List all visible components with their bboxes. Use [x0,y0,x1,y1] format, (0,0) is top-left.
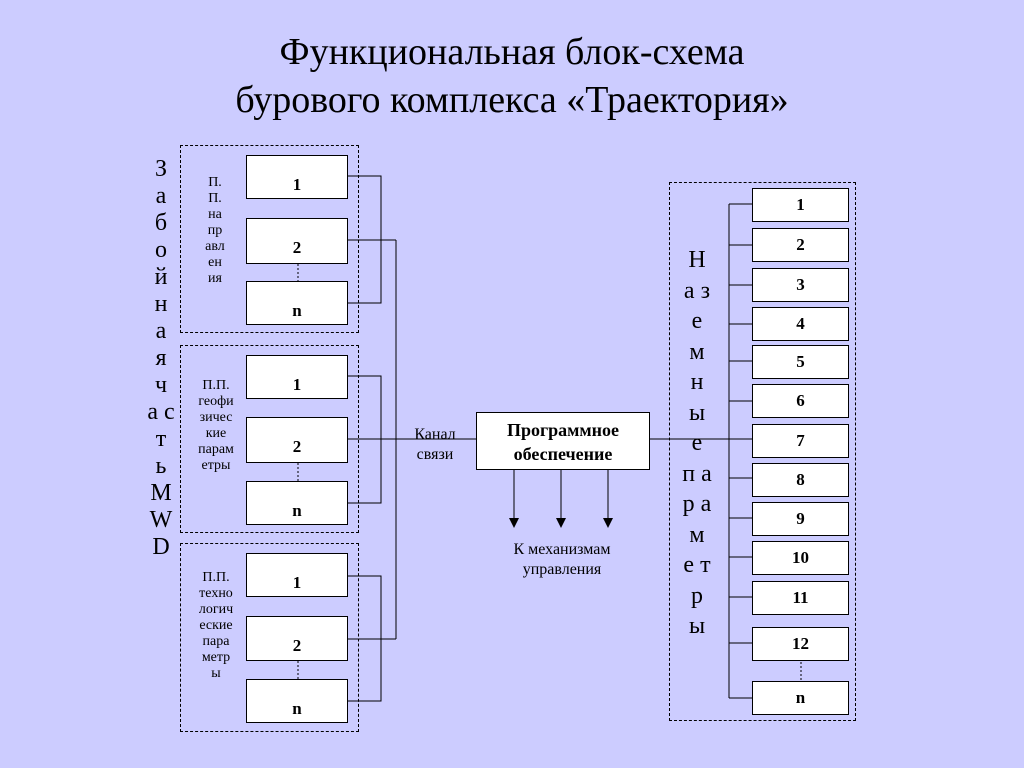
group1-label-line: П. [208,175,222,190]
group-surface-params [669,182,856,721]
group1-label-line: П. [208,191,222,206]
group3-label-line: еские [199,618,233,633]
left-vertical-letter-9: а с [147,399,175,425]
group2-label-line: П.П. [202,378,230,393]
group3-label-line: метр [201,650,231,665]
left-vertical-letter-13: W [149,507,173,533]
channel-label: Канал связи [414,426,456,463]
right-box-7: 7 [752,424,849,458]
mechanisms-label: К механизмам управления [513,541,611,578]
right-vertical-letter-9: м [689,521,705,548]
left-vertical-letter-4: й [154,264,168,290]
group1-box-2: 2 [246,218,348,264]
group2-box-1: 1 [246,355,348,399]
right-vertical-letter-5: ы [688,399,706,426]
group1-label-line: ия [208,271,222,286]
software-block: Программное обеспечение [476,412,650,470]
right-vertical-letter-12: ы [688,613,706,639]
right-box-9: 9 [752,502,849,536]
right-box-2: 2 [752,228,849,262]
group3-box-n: n [246,679,348,723]
group3-label-line: логич [198,602,234,617]
group2-label-line: кие [205,426,227,441]
group3-box-1: 1 [246,553,348,597]
right-box-11: 11 [752,581,849,615]
right-vertical-letter-3: м [689,338,705,365]
group2-label-line: етры [201,458,231,473]
left-vertical-letter-5: н [154,291,168,317]
group1-box-1: 1 [246,155,348,199]
group2-label-line: парам [198,442,234,457]
right-vertical-letter-7: п а [682,460,712,487]
right-vertical-letter-8: р а [682,491,712,517]
title-line-2: бурового комплекса «Траектория» [235,79,789,121]
right-vertical-letter-1: а з [683,277,711,304]
group-geophysical-params [180,345,359,533]
right-box-8: 8 [752,463,849,497]
left-vertical-letter-12: M [150,480,172,506]
group3-label-line: техно [199,586,233,601]
right-box-6: 6 [752,384,849,418]
right-vertical-letter-11: р [691,582,703,609]
group1-label-line: авл [205,239,225,254]
left-vertical-letter-0: З [154,156,168,182]
left-vertical-letter-6: а [155,318,167,344]
group2-label-line: зичес [199,410,233,425]
left-vertical-letter-3: о [155,237,167,263]
right-box-3: 3 [752,268,849,302]
group1-label-line: ен [208,255,222,270]
group2-label-line: геофи [198,394,234,409]
right-box-5: 5 [752,345,849,379]
group3-label-line: П.П. [202,570,230,585]
left-vertical-letter-10: т [155,426,167,452]
right-vertical-letter-10: е т [683,552,711,578]
right-box-1: 1 [752,188,849,222]
right-vertical-letter-0: Н [688,247,706,273]
group2-box-n: n [246,481,348,525]
left-vertical-letter-14: D [152,534,170,560]
group3-box-2: 2 [246,616,348,661]
right-vertical-letter-4: н [690,369,704,395]
group1-label-line: пр [207,223,223,238]
left-vertical-letter-7: я [155,345,167,371]
diagram-title: Функциональная блок-схема бурового компл… [0,28,1024,124]
right-vertical-letter-2: е [691,308,703,334]
group2-box-2: 2 [246,417,348,463]
group-technological-params [180,543,359,732]
left-vertical-letter-8: ч [154,372,168,398]
group3-label-line: ы [211,666,221,681]
group3-label-line: пара [202,634,230,649]
left-vertical-letter-11: ь [155,453,167,479]
right-box-n: n [752,681,849,715]
group-directional-params [180,145,359,333]
left-vertical-letter-1: а [155,183,167,209]
right-vertical-letter-6: е [691,430,703,456]
right-box-4: 4 [752,307,849,341]
left-vertical-letter-2: б [154,210,168,236]
right-box-10: 10 [752,541,849,575]
right-box-12: 12 [752,627,849,661]
title-line-1: Функциональная блок-схема [279,31,745,73]
group1-label-line: на [208,207,222,222]
group1-box-n: n [246,281,348,325]
